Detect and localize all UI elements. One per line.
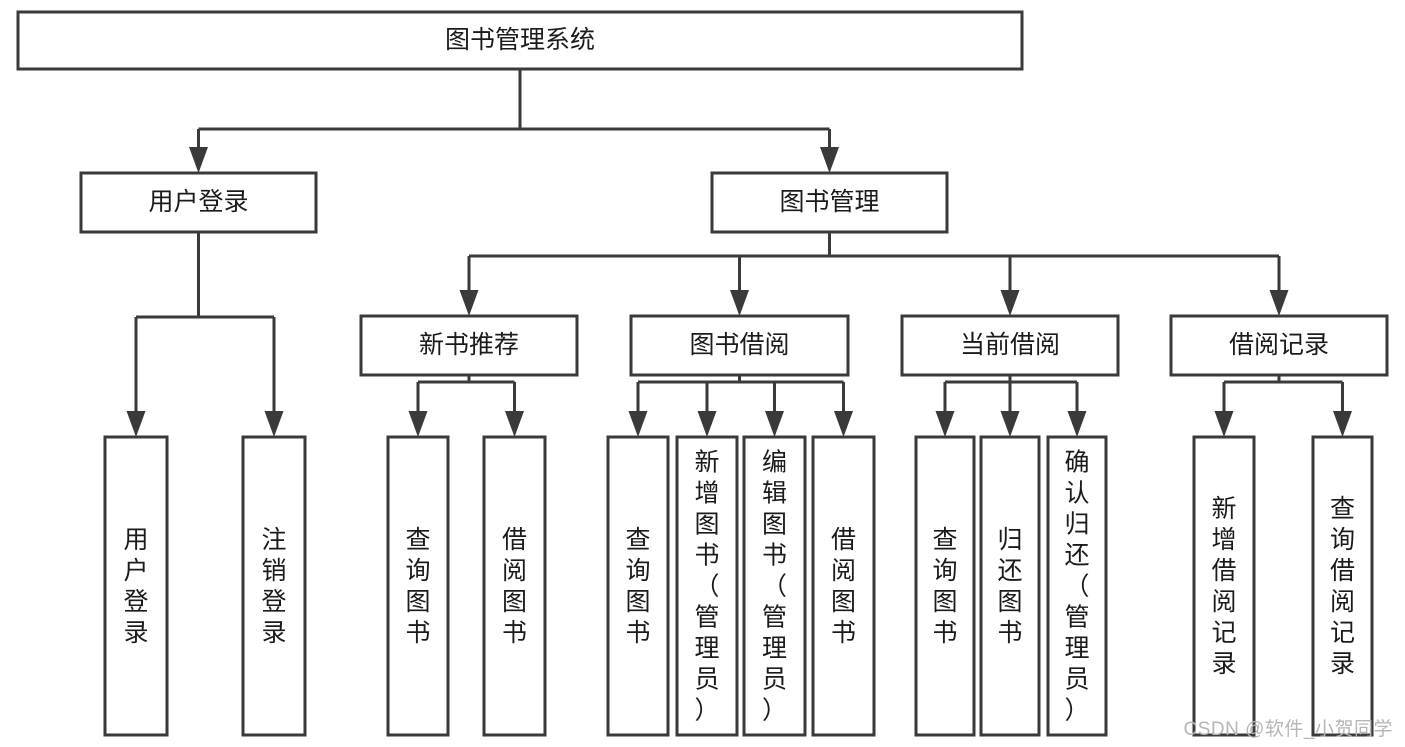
arrow-head-icon bbox=[189, 147, 208, 173]
arrow-head-icon bbox=[820, 147, 839, 173]
node-label: 用户登录 bbox=[148, 188, 248, 216]
node-box bbox=[606, 435, 670, 737]
node-label: 新增借阅记录 bbox=[1211, 495, 1236, 678]
arrow-head-icon bbox=[697, 411, 717, 437]
watermark-label: CSDN @软件_小贺同学 bbox=[1183, 719, 1393, 740]
node-box bbox=[103, 435, 169, 737]
tree-node-leaf-edit-book[interactable]: 编辑图书（管理员） bbox=[742, 435, 807, 737]
node-box bbox=[1169, 314, 1389, 377]
arrow-head-icon bbox=[834, 411, 853, 437]
node-label: 当前借阅 bbox=[960, 331, 1060, 359]
node-box bbox=[1192, 435, 1256, 737]
node-box bbox=[742, 435, 807, 737]
tree-node-borrow-record[interactable]: 借阅记录 bbox=[1169, 314, 1389, 377]
tree-node-leaf-query-book-2[interactable]: 查询图书 bbox=[606, 435, 670, 737]
tree-node-leaf-borrow-book-2[interactable]: 借阅图书 bbox=[811, 435, 876, 737]
tree-node-root[interactable]: 图书管理系统 bbox=[16, 10, 1024, 71]
node-label: 查询图书 bbox=[625, 526, 650, 647]
node-box bbox=[482, 435, 547, 737]
node-box bbox=[386, 435, 450, 737]
node-label: 图书管理系统 bbox=[445, 26, 595, 54]
node-label: 图书借阅 bbox=[689, 331, 789, 359]
arrow-head-icon bbox=[628, 411, 648, 437]
node-label: 归还图书 bbox=[997, 526, 1022, 647]
tree-node-leaf-query-book-3[interactable]: 查询图书 bbox=[914, 435, 976, 737]
node-box bbox=[359, 314, 579, 377]
tree-node-leaf-confirm-return[interactable]: 确认归还（管理员） bbox=[1046, 435, 1108, 737]
arrow-head-icon bbox=[408, 411, 428, 437]
node-label: 新增图书（管理员） bbox=[694, 449, 719, 725]
node-label: 借阅图书 bbox=[502, 526, 527, 647]
arrow-head-icon bbox=[1214, 411, 1234, 437]
arrow-head-icon bbox=[935, 411, 955, 437]
arrow-head-icon bbox=[1333, 411, 1352, 437]
tree-node-leaf-return-book[interactable]: 归还图书 bbox=[979, 435, 1041, 737]
nodes-layer: 图书管理系统用户登录图书管理新书推荐图书借阅当前借阅借阅记录用户登录注销登录查询… bbox=[16, 10, 1389, 737]
node-box bbox=[79, 171, 318, 234]
node-box bbox=[979, 435, 1041, 737]
node-label: 借阅记录 bbox=[1229, 331, 1329, 359]
node-label: 确认归还（管理员） bbox=[1064, 449, 1089, 725]
node-label: 查询图书 bbox=[932, 526, 957, 647]
node-box bbox=[900, 314, 1120, 377]
arrow-head-icon bbox=[126, 411, 146, 437]
tree-node-leaf-query-record[interactable]: 查询借阅记录 bbox=[1311, 435, 1374, 737]
tree-node-leaf-add-record[interactable]: 新增借阅记录 bbox=[1192, 435, 1256, 737]
node-box bbox=[710, 171, 949, 234]
arrow-head-icon bbox=[1000, 411, 1020, 437]
node-label: 查询图书 bbox=[405, 526, 430, 647]
node-label: 借阅图书 bbox=[831, 526, 856, 647]
arrow-head-icon bbox=[730, 290, 749, 316]
node-label: 图书管理 bbox=[779, 188, 879, 216]
tree-node-book-borrow[interactable]: 图书借阅 bbox=[629, 314, 850, 377]
node-box bbox=[1046, 435, 1108, 737]
tree-node-leaf-borrow-book-1[interactable]: 借阅图书 bbox=[482, 435, 547, 737]
tree-node-current-borrow[interactable]: 当前借阅 bbox=[900, 314, 1120, 377]
node-label: 用户登录 bbox=[123, 526, 148, 647]
arrow-head-icon bbox=[1067, 411, 1087, 437]
tree-node-leaf-query-book-1[interactable]: 查询图书 bbox=[386, 435, 450, 737]
tree-node-leaf-logout[interactable]: 注销登录 bbox=[241, 435, 307, 737]
node-label: 查询借阅记录 bbox=[1330, 495, 1355, 678]
arrow-head-icon bbox=[264, 411, 284, 437]
tree-node-user-login[interactable]: 用户登录 bbox=[79, 171, 318, 234]
node-label: 注销登录 bbox=[261, 526, 286, 647]
tree-node-leaf-add-book[interactable]: 新增图书（管理员） bbox=[675, 435, 739, 737]
arrow-head-icon bbox=[459, 290, 479, 316]
tree-node-book-manage[interactable]: 图书管理 bbox=[710, 171, 949, 234]
node-box bbox=[811, 435, 876, 737]
node-box bbox=[1311, 435, 1374, 737]
arrow-head-icon bbox=[765, 411, 784, 437]
arrow-head-icon bbox=[1000, 290, 1020, 316]
node-box bbox=[629, 314, 850, 377]
node-box bbox=[914, 435, 976, 737]
node-box bbox=[241, 435, 307, 737]
tree-node-leaf-user-login[interactable]: 用户登录 bbox=[103, 435, 169, 737]
arrow-head-icon bbox=[505, 411, 524, 437]
node-label: 编辑图书（管理员） bbox=[762, 449, 787, 725]
arrow-head-icon bbox=[1269, 290, 1289, 316]
node-box bbox=[16, 10, 1024, 71]
node-box bbox=[675, 435, 739, 737]
tree-node-new-book-rec[interactable]: 新书推荐 bbox=[359, 314, 579, 377]
node-label: 新书推荐 bbox=[419, 331, 519, 359]
connectors-layer bbox=[126, 69, 1352, 437]
